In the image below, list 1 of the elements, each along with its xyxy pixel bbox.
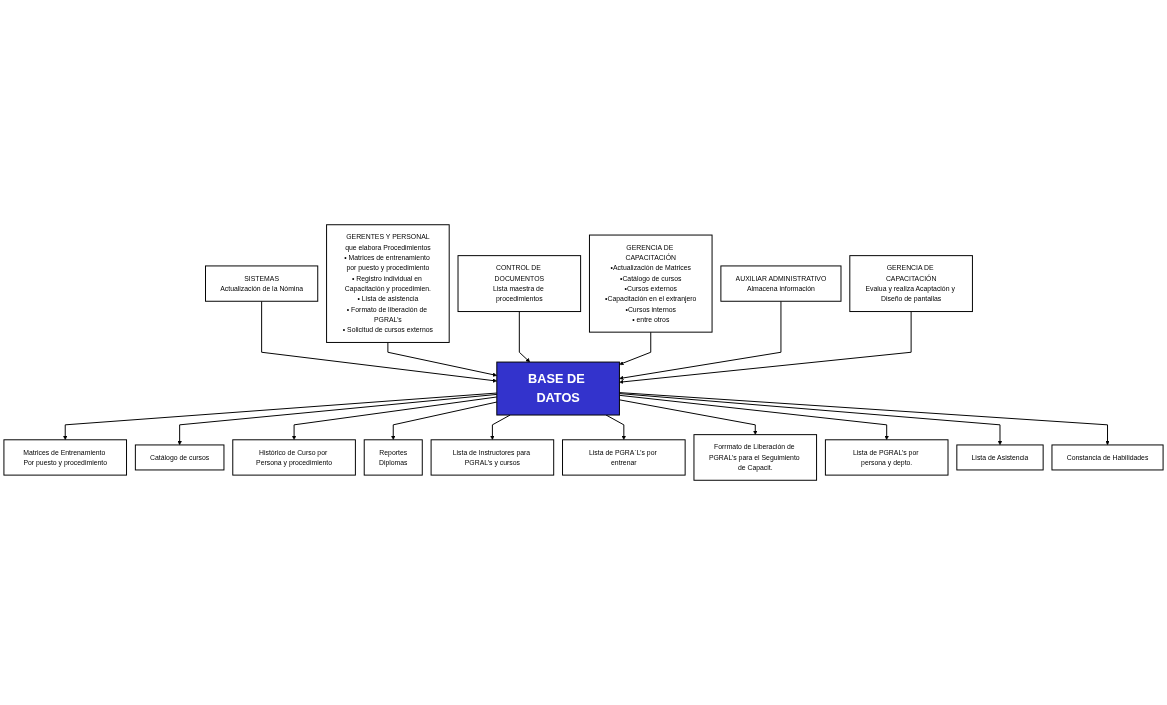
node-box: BASE DE DATOS <box>496 361 620 416</box>
